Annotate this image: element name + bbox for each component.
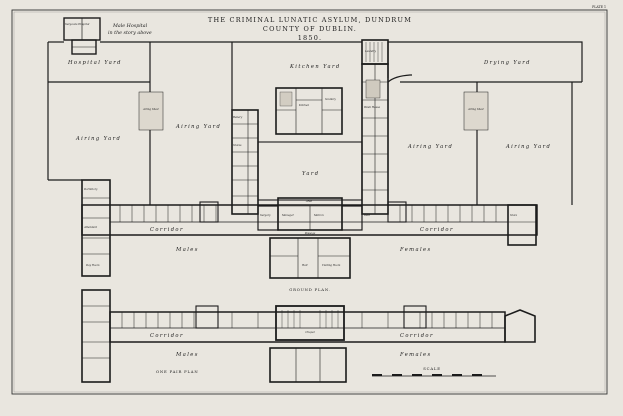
label-airing-yard-left-small: Airing Yard	[175, 124, 221, 130]
ground-manager: Manager	[281, 213, 295, 217]
room-day-room: Day Room	[85, 263, 100, 267]
first-plan-label: ONE PAIR PLAN	[156, 369, 198, 374]
ground-passage: Passage	[304, 231, 316, 235]
label-airing-yard-right-1: Airing Yard	[407, 144, 453, 150]
room-surgery: Surgery	[260, 213, 271, 217]
airing-shed-left	[138, 91, 164, 131]
label-airing-yard-right-2: Airing Yard	[505, 144, 551, 150]
label-airing-yard-left-big: Airing Yard	[75, 136, 121, 142]
first-south-block	[269, 347, 347, 383]
first-floor-plan	[81, 289, 536, 383]
first-chapel: Chapel	[305, 330, 314, 334]
room-laundry: Laundry	[364, 49, 377, 53]
ground-plan	[47, 17, 583, 279]
room-dormitory: Dormitory	[83, 187, 98, 191]
label-drying-yard: Drying Yard	[483, 60, 531, 66]
room-scullery: Scullery	[325, 97, 336, 101]
first-males: Males	[175, 352, 199, 358]
male-hospital-note-1: Male Hospital	[112, 23, 148, 29]
ground-plan-label: GROUND PLAN.	[289, 287, 330, 292]
room-hall: Hall	[301, 263, 308, 267]
sheet-border	[11, 9, 608, 395]
label-airing-shed-right: Airing Shed	[467, 107, 484, 111]
room-stores: Stores	[233, 143, 242, 147]
central-yard	[257, 141, 363, 201]
ground-corridor-left: Corridor	[150, 227, 184, 233]
label-central-yard: Yard	[302, 171, 320, 177]
first-females: Females	[399, 352, 432, 358]
first-corridor-right: Corridor	[400, 333, 434, 339]
room-visiting: Visiting Room	[322, 263, 341, 267]
ground-left-pavilion	[81, 179, 111, 277]
label-hospital-yard: Hospital Yard	[67, 60, 122, 66]
ground-corridor-right: Corridor	[420, 227, 454, 233]
title-line-3: 1850.	[298, 34, 323, 42]
room-surgeons-hospital: Surgeons Hospital	[65, 22, 90, 26]
title-line-2: COUNTY OF DUBLIN.	[263, 25, 357, 33]
first-corridor-left: Corridor	[150, 333, 184, 339]
left-service-wing	[231, 109, 259, 215]
title-line-1: THE CRIMINAL LUNATIC ASYLUM, DUNDRUM	[208, 16, 412, 24]
chapel-block	[275, 305, 345, 341]
plate-number: PLATE 1	[592, 5, 606, 9]
ground-matron: Matron	[313, 213, 324, 217]
airing-shed-right	[463, 91, 489, 131]
room-store: Store	[510, 213, 518, 217]
room-wash-house: Wash House	[364, 105, 381, 109]
scale-label: SCALE	[423, 366, 441, 371]
male-hospital-note-2: in the story above	[108, 30, 152, 36]
label-kitchen-yard: Kitchen Yard	[289, 64, 341, 70]
first-right-pavilion	[504, 309, 536, 343]
ground-right-pavilion	[507, 204, 537, 246]
label-airing-shed-left: Airing Shed	[142, 107, 159, 111]
scale-bar	[372, 374, 496, 377]
ground-females: Females	[399, 247, 432, 253]
ground-south-block	[269, 237, 351, 279]
first-left-pavilion	[81, 289, 111, 383]
inner-border	[13, 11, 606, 393]
ground-males: Males	[175, 247, 199, 253]
ground-area: Area	[305, 199, 313, 203]
room-bath: Bath	[363, 213, 370, 217]
room-attendant: Attendant	[83, 225, 98, 229]
kitchen-block	[275, 87, 343, 135]
room-bakery: Bakery	[232, 115, 243, 119]
room-kitchen: Kitchen	[298, 103, 309, 107]
